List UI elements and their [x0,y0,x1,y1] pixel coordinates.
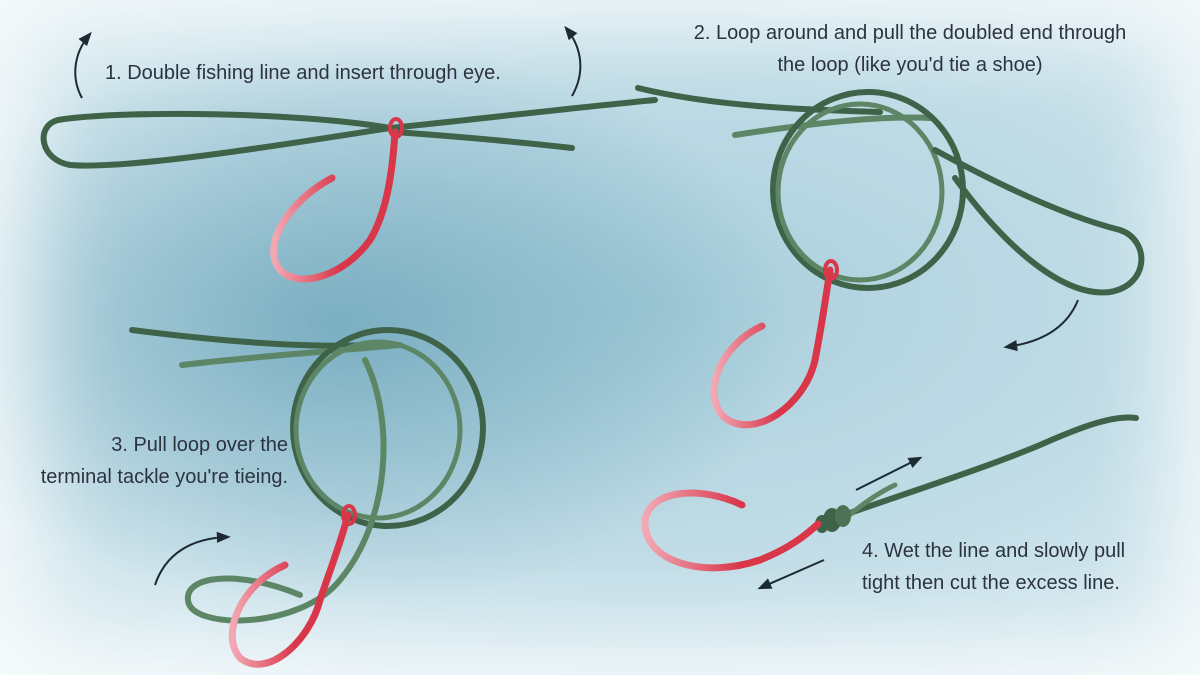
step2-doubled-end [932,147,1145,296]
step1-doubled-line [40,110,393,169]
hook-eye-icon [823,259,839,281]
step2-standing-line [635,85,883,115]
step2-loop-inner [775,101,945,283]
straight-arrow-icon [855,456,923,491]
fishing-hook-icon [710,266,834,429]
step2-tag-end [732,114,933,138]
step3-caption-line: terminal tackle you're tieing. [40,466,288,488]
step4-caption-line: tight then cut the excess line. [862,572,1120,594]
step1-tag-end [392,129,575,151]
step2-caption-line: the loop (like you'd tie a shoe) [777,54,1043,76]
fishing-hook-icon [270,128,399,283]
straight-arrow-icon [757,559,825,590]
step2-caption-line: 2. Loop around and pull the doubled end … [693,22,1127,44]
fishing-hook-icon [228,511,352,668]
curved-arrow-icon [74,31,92,99]
step1-caption: 1. Double fishing line and insert throug… [105,57,501,89]
fishing-hook-icon [641,489,822,572]
curved-arrow-icon [154,531,231,586]
step2-caption: 2. Loop around and pull the doubled end … [660,17,1160,81]
step1-illustration [40,25,658,283]
step1-caption-line: 1. Double fishing line and insert throug… [105,62,501,84]
hook-eye-icon [341,504,357,526]
curved-arrow-icon [1003,299,1079,352]
step4-illustration [641,414,1139,590]
hook-eye-icon [388,117,404,139]
step1-main-line [387,97,658,131]
step3-doubled-end [184,357,387,624]
curved-arrow-icon [564,25,582,97]
step3-illustration [129,327,486,668]
step3-caption-line: 3. Pull loop over the [111,434,288,456]
step3-tag-end [179,342,403,368]
step4-caption-line: 4. Wet the line and slowly pull [862,540,1126,562]
step3-caption: 3. Pull loop over the terminal tackle yo… [10,429,288,493]
step2-illustration [635,85,1145,429]
knot-icon [815,505,851,533]
step4-caption: 4. Wet the line and slowly pull tight th… [862,535,1125,599]
step4-main-line [827,414,1139,523]
step3-loop-outer [290,327,486,529]
step3-loop-inner [293,339,463,521]
step3-standing-line [129,327,373,349]
